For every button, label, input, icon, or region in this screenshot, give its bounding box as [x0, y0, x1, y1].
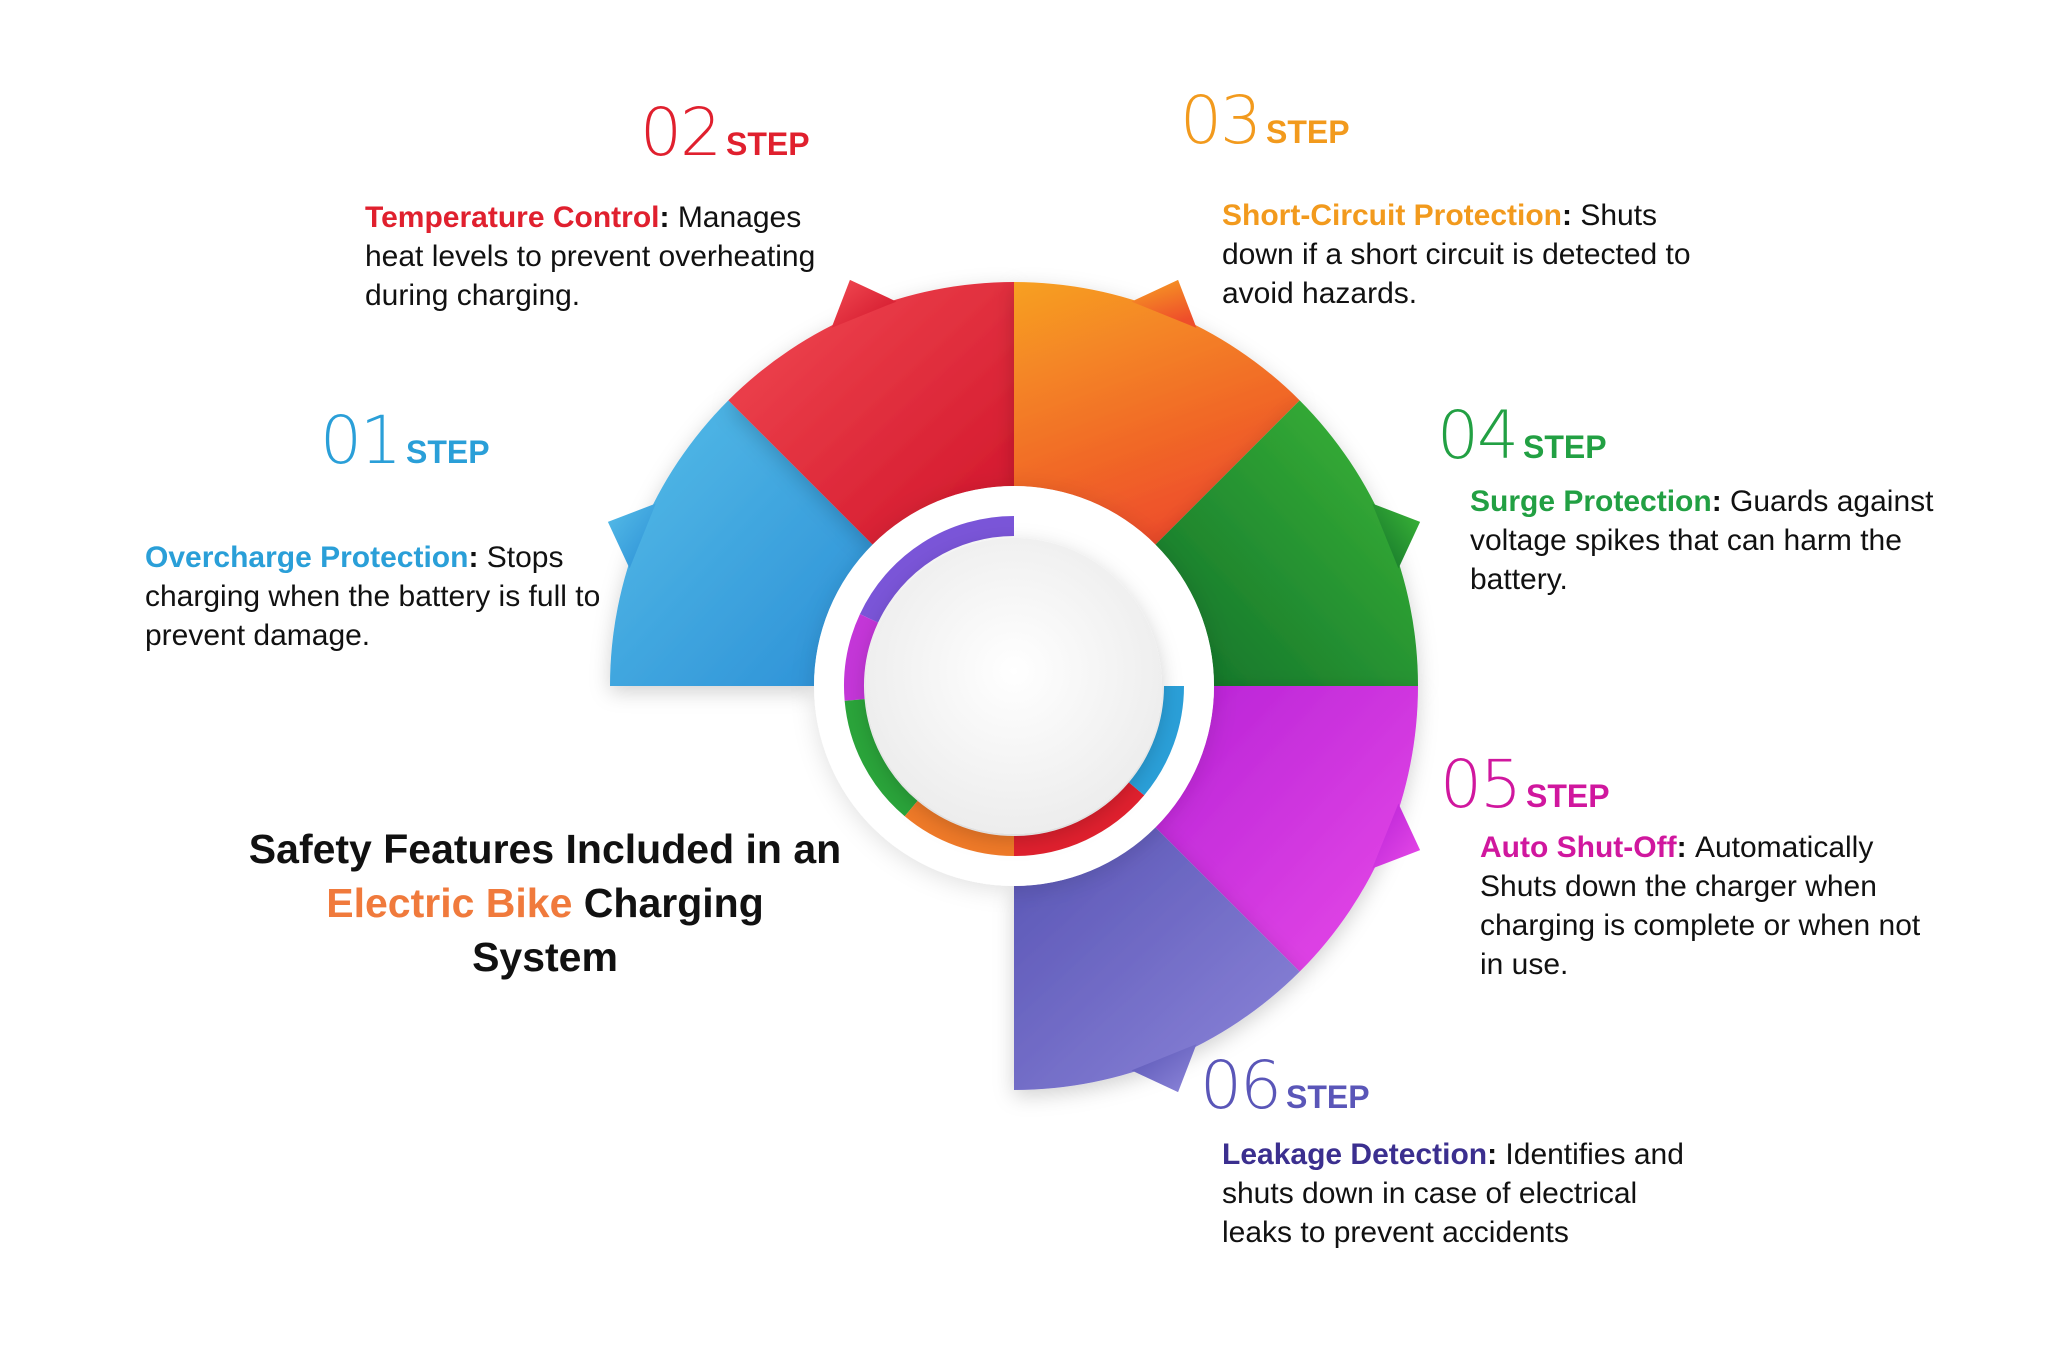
step-03-label: STEP [1265, 114, 1350, 150]
inner-ring-arc-4 [904, 800, 1015, 856]
step-02-label: STEP [725, 126, 810, 162]
segment-pointer-01 [607, 503, 656, 569]
step-04-number: 04 [1437, 397, 1519, 474]
segment-pointer-03 [1131, 279, 1197, 328]
step-01-number: 01 [320, 402, 402, 479]
step-04-text: Guards against voltage spikes that can h… [1470, 485, 1934, 596]
step-05-description: Auto Shut-Off: Automatically Shuts down … [1480, 831, 1921, 981]
step-03-title: Short-Circuit Protection [1222, 199, 1563, 232]
step-02-title: Temperature Control [365, 201, 660, 234]
segment-step-06 [1014, 827, 1300, 1090]
segment-step-02 [728, 282, 1014, 545]
segment-step-04 [1155, 400, 1418, 686]
step-06-number: 06 [1200, 1047, 1282, 1124]
step-04-title: Surge Protection [1470, 485, 1712, 518]
step-01-title: Overcharge Protection [145, 541, 469, 574]
segment-pointer-04 [1372, 503, 1421, 569]
step-05-title: Auto Shut-Off [1480, 831, 1677, 864]
step-05-label: STEP [1525, 778, 1610, 814]
inner-ring-arc-2 [844, 614, 879, 701]
main-title: Safety Features Included in an Electric … [185, 822, 905, 984]
step-01-text: Stops charging when the battery is full … [145, 541, 601, 652]
step-06-description: Leakage Detection: Identifies and shuts … [1222, 1138, 1684, 1249]
segment-pointer-05 [1372, 803, 1421, 869]
step-02-number: 02 [640, 94, 722, 171]
segment-step-01 [610, 400, 873, 686]
step-06-text: Identifies and shuts down in case of ele… [1222, 1138, 1684, 1249]
title-line-3: System [472, 934, 618, 980]
step-03-description: Short-Circuit Protection: Shuts down if … [1222, 199, 1691, 310]
step-06-title: Leakage Detection [1222, 1138, 1488, 1171]
step-05-text: Automatically Shuts down the charger whe… [1480, 831, 1921, 981]
step-02-description: Temperature Control: Manages heat levels… [365, 201, 816, 312]
center-hub [866, 538, 1162, 834]
segment-pointer-06 [1131, 1044, 1197, 1093]
step-03-number: 03 [1180, 82, 1262, 159]
segment-step-05 [1155, 686, 1418, 972]
step-03-text: Shuts down if a short circuit is detecte… [1222, 199, 1691, 310]
title-line-1: Safety Features Included in an [248, 826, 842, 872]
step-01-label: STEP [405, 434, 490, 470]
inner-ring-arc-1 [859, 516, 1015, 623]
inner-ring-arc-5 [1013, 782, 1145, 856]
title-accent: Electric Bike [326, 880, 573, 926]
step-04-label: STEP [1522, 429, 1607, 465]
inner-ring-arc-6 [1128, 685, 1184, 796]
inner-ring-arc-3 [844, 698, 918, 817]
step-01-description: Overcharge Protection: Stops charging wh… [145, 541, 601, 652]
step-05-number: 05 [1440, 746, 1522, 823]
segment-step-03 [1014, 282, 1300, 545]
step-02-text: Manages heat levels to prevent overheati… [365, 201, 816, 312]
segment-pointer-02 [831, 279, 897, 328]
step-04-description: Surge Protection: Guards against voltage… [1470, 485, 1934, 596]
title-line-2-rest: Charging [572, 880, 764, 926]
step-06-label: STEP [1285, 1079, 1370, 1115]
